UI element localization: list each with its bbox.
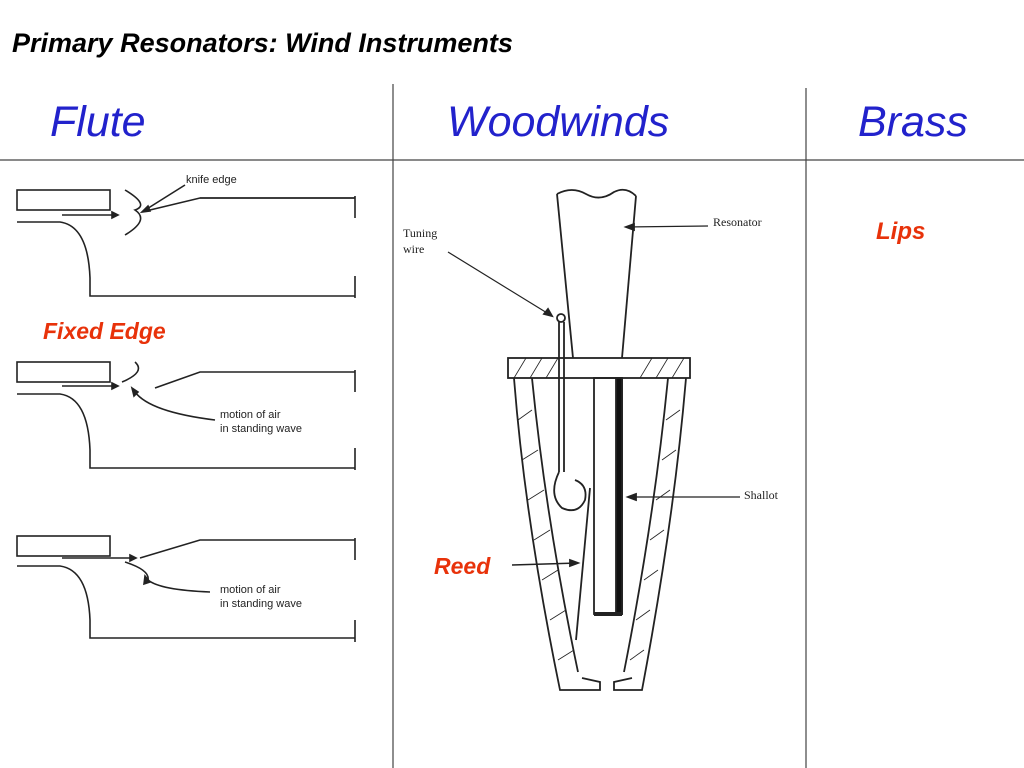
knife-edge-label: knife edge [186, 174, 237, 186]
motion-label-line2: in standing wave [220, 423, 302, 435]
flute-diagram-2 [16, 361, 356, 470]
motion-label-b-line2: in standing wave [220, 598, 302, 610]
motion-label-line1: motion of air [220, 409, 281, 421]
flute-diagram-3 [16, 535, 356, 642]
reed-label: Reed [434, 553, 491, 579]
woodwinds-heading: Woodwinds [447, 98, 670, 146]
brass-heading: Brass [858, 98, 968, 146]
slide-title: Primary Resonators: Wind Instruments [12, 28, 513, 58]
lips-label: Lips [876, 218, 926, 245]
reed-pipe-diagram [447, 188, 740, 691]
flute-diagram-1 [16, 184, 356, 298]
tuning-wire-label-line1: Tuning [403, 226, 438, 240]
tuning-wire-label-line2: wire [403, 242, 425, 256]
flute-heading: Flute [50, 98, 146, 146]
fixed-edge-label: Fixed Edge [43, 318, 166, 344]
shallot-label: Shallot [744, 488, 779, 502]
motion-label-b-line1: motion of air [220, 584, 281, 596]
resonator-label: Resonator [713, 215, 762, 229]
